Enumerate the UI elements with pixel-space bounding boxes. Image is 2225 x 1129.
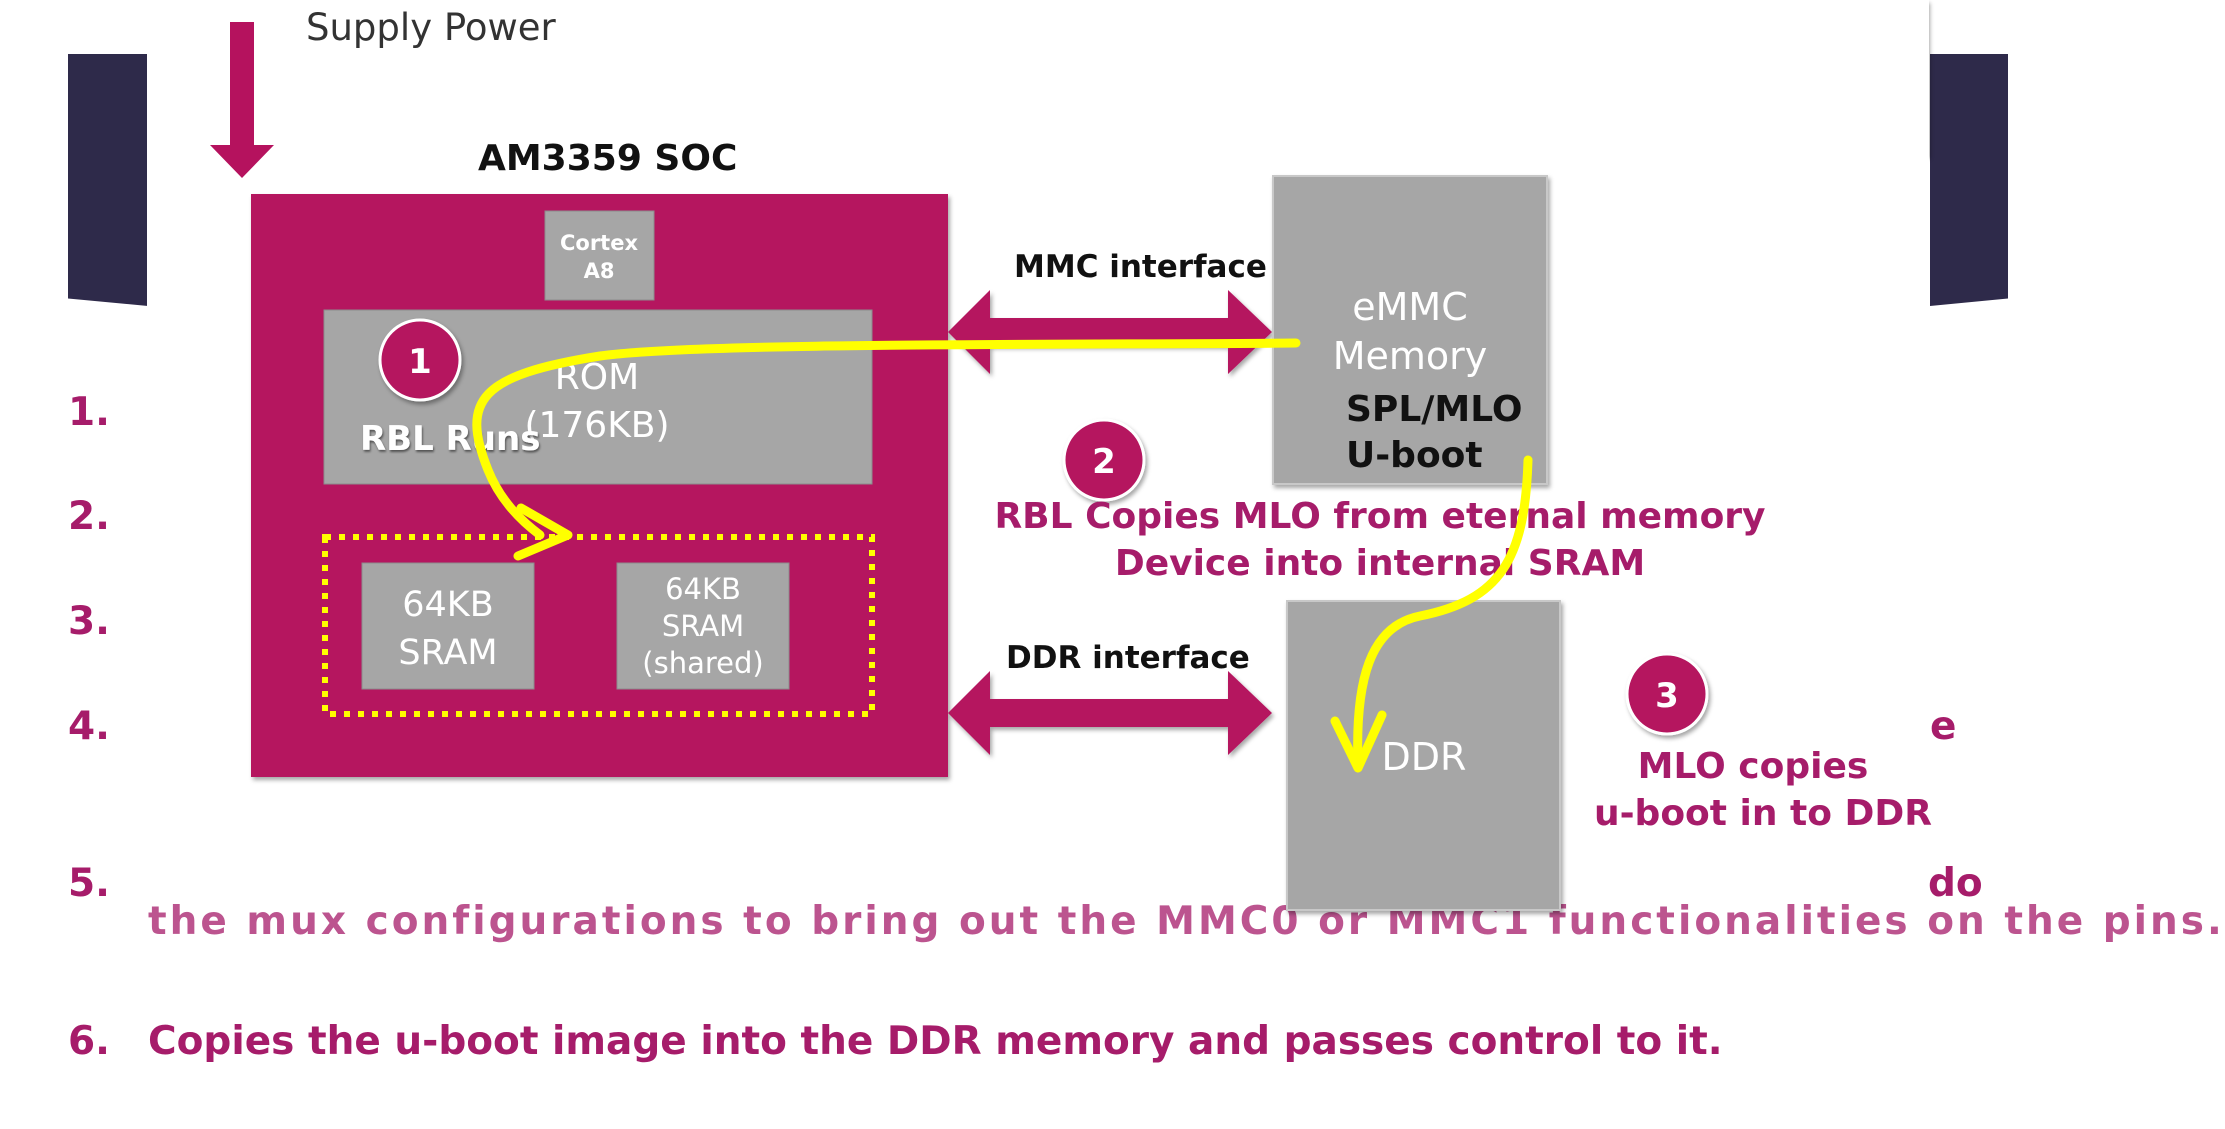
- mmc-interface-arrow: [948, 290, 1272, 374]
- list-item-5-fragment: do: [1928, 861, 1983, 906]
- uboot-copy-arrow: [1353, 455, 1533, 770]
- step-2-caption-line2: Device into internal SRAM: [1115, 543, 1645, 584]
- list-item-5-continuation: the mux configurations to bring out the …: [148, 899, 2222, 957]
- mlo-copy-arrowhead: [513, 503, 573, 561]
- step-2-number: 2: [1092, 442, 1116, 482]
- emmc-label-line3: SPL/MLO: [1346, 389, 1522, 430]
- cortex-label-line1: Cortex: [560, 231, 638, 255]
- rom-label-line2: (176KB): [524, 405, 669, 446]
- cortex-block: [544, 210, 655, 301]
- step-3-caption-line2: u-boot in to DDR: [1594, 793, 1932, 834]
- list-number-5: 5.: [68, 861, 110, 906]
- sram-2-line3: (shared): [642, 646, 763, 680]
- ddr-interface-label: DDR interface: [1006, 640, 1250, 676]
- sram-1-line2: SRAM: [398, 633, 497, 673]
- emmc-label-line1: eMMC: [1352, 285, 1467, 329]
- ddr-label: DDR: [1382, 735, 1467, 779]
- emmc-label-line4: U-boot: [1346, 435, 1483, 476]
- step-3-badge: [1625, 652, 1709, 736]
- cortex-label-line2: A8: [584, 259, 615, 283]
- navy-accent-right: [1930, 54, 2008, 306]
- list-number-2: 2.: [68, 494, 110, 539]
- emmc-label-line2: Memory: [1333, 334, 1488, 378]
- ddr-memory-block: [1286, 600, 1561, 911]
- step-1-badge: [378, 318, 462, 402]
- soc-title: AM3359 SOC: [478, 138, 737, 179]
- emmc-memory-block: [1272, 175, 1548, 485]
- list-item-5-continuation-text: the mux configurations to bring out the …: [148, 899, 2225, 944]
- mmc-interface-label: MMC interface: [1014, 249, 1267, 285]
- uboot-copy-arrowhead: [1330, 710, 1387, 773]
- yellow-annotation-arrows: [472, 338, 1533, 773]
- boot-diagram: Supply Power AM3359 SOC Cortex A8 ROM (1…: [210, 6, 1932, 911]
- sram-2-line1: 64KB: [665, 572, 741, 606]
- step-2-caption-line1: RBL Copies MLO from eternal memory: [994, 496, 1765, 537]
- mlo-copy-arrow: [472, 338, 1301, 540]
- list-item-6: Copies the u-boot image into the DDR mem…: [148, 1019, 1723, 1064]
- sram-1-line1: 64KB: [402, 585, 494, 625]
- list-number-4: 4.: [68, 704, 110, 749]
- step-3-number: 3: [1655, 676, 1679, 716]
- ddr-interface-arrow: [948, 671, 1272, 755]
- step-3-caption-line1: MLO copies: [1638, 746, 1869, 787]
- list-item-4-fragment: e: [1930, 704, 1957, 749]
- sram-2-line2: SRAM: [662, 609, 744, 643]
- step-1-number: 1: [408, 342, 432, 382]
- supply-power-label: Supply Power: [306, 6, 557, 49]
- navy-accent-left: [68, 54, 148, 306]
- list-number-3: 3.: [68, 599, 110, 644]
- rbl-runs-label: RBL Runs: [360, 419, 540, 459]
- sram-block-1: [361, 562, 535, 690]
- sram-block-2: [616, 562, 790, 690]
- list-number-6: 6.: [68, 1019, 110, 1064]
- sram-area-outline: [322, 534, 875, 717]
- supply-power-arrow: [210, 22, 274, 178]
- list-number-1: 1.: [68, 390, 110, 435]
- step-2-badge: [1062, 418, 1146, 502]
